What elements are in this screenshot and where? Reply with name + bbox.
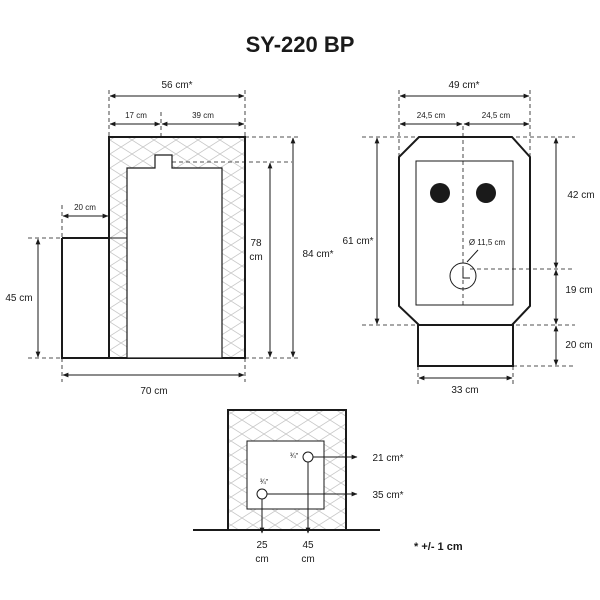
label-rear-upper-fitting: ¾" [290,453,299,460]
label-side-left-height: 45 cm [5,293,32,304]
label-rear-left-offset-value: 25 [256,540,268,551]
label-front-upper-height: 42 cm [567,190,594,201]
front-control-knob-left [430,183,450,203]
front-view: 49 cm* 24,5 cm 24,5 cm 42 cm 61 cm* Ø 11… [342,80,594,396]
side-ext-bottom [61,358,246,382]
label-rear-lower-height: 35 cm* [372,490,403,501]
label-rear-upper-height: 21 cm* [372,453,403,464]
side-step-inner [109,168,128,239]
label-side-seg-left: 17 cm [125,111,147,120]
side-firebox [126,154,223,359]
label-side-step: 20 cm [74,203,96,212]
product-title: SY-220 BP [245,32,355,57]
front-control-knob-right [476,183,496,203]
label-side-inner-height-value: 78 [250,238,262,249]
label-front-half-right: 24,5 cm [482,111,511,120]
label-front-half-left: 24,5 cm [417,111,446,120]
front-door [415,160,514,306]
label-side-bottom-width: 70 cm [140,386,167,397]
front-ext-base-width [417,366,514,385]
front-body-outline [398,136,531,326]
label-front-base-width: 33 cm [451,385,478,396]
front-hole-marker [462,268,470,279]
front-hole-leader [466,249,479,263]
front-base [417,324,514,367]
rear-panel [246,440,325,510]
side-ext-right [245,136,300,359]
label-side-seg-right: 39 cm [192,111,214,120]
label-front-mid-height: 19 cm [565,285,592,296]
side-view: 56 cm* 17 cm 39 cm 20 cm 78 cm 84 cm* 45… [5,80,333,397]
label-side-top-width: 56 cm* [161,80,192,91]
label-front-top-width: 49 cm* [448,80,479,91]
side-ext-top [108,90,246,137]
tolerance-note: * +/- 1 cm [414,541,463,553]
label-front-hole-diameter: Ø 11,5 cm [469,238,506,247]
label-side-inner-height-unit: cm [249,252,262,263]
rear-view: ¾" ¾" 21 cm* 35 cm* 25 cm 45 cm [193,409,404,565]
label-rear-lower-fitting: ¾" [260,479,269,486]
label-front-total-height: 61 cm* [342,236,373,247]
rear-body-outline [227,409,347,530]
label-rear-left-offset-unit: cm [255,554,268,565]
label-rear-right-offset-value: 45 [302,540,314,551]
side-step-outline [61,237,109,359]
label-front-base-height: 20 cm [565,340,592,351]
label-rear-right-offset-unit: cm [301,554,314,565]
label-side-total-height: 84 cm* [302,249,333,260]
side-ext-left [28,237,62,359]
